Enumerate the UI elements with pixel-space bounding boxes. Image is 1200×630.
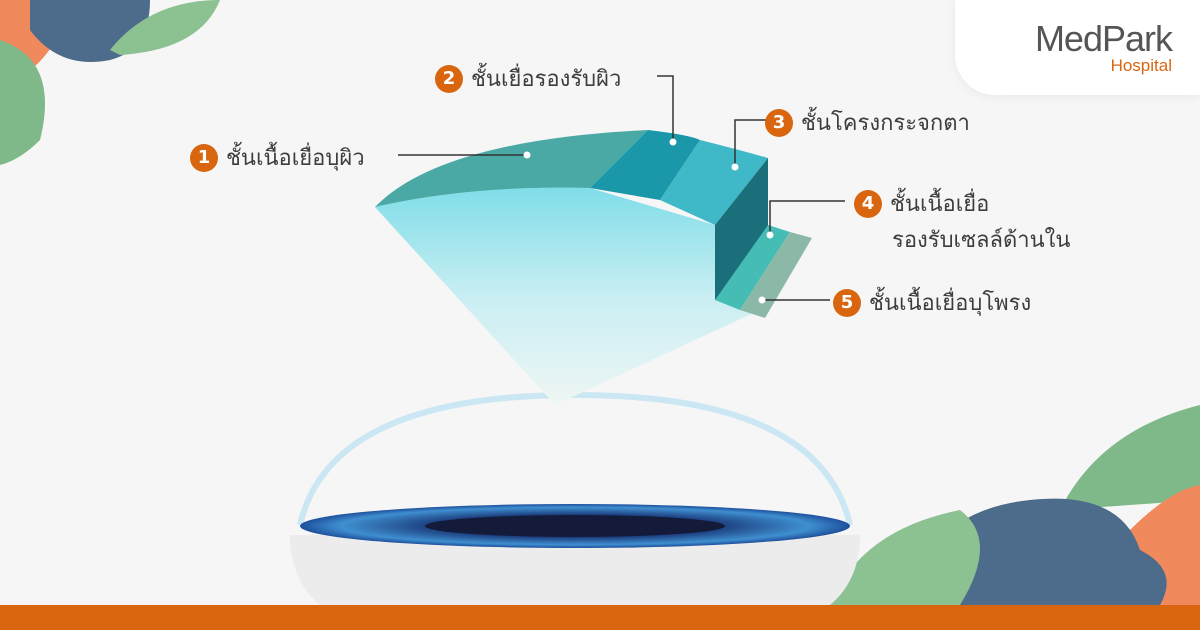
label-5: 5 ชั้นเนื้อเยื่อบุโพรง	[833, 285, 1031, 320]
label-4: 4 ชั้นเนื้อเยื่อ	[854, 186, 989, 221]
label-4-line2: รองรับเซลล์ด้านใน	[892, 222, 1070, 257]
label-2-text: ชั้นเยื่อรองรับผิว	[471, 67, 622, 92]
pupil	[425, 515, 725, 537]
label-3: 3 ชั้นโครงกระจกตา	[765, 105, 970, 140]
logo-brand: MedPark	[1034, 18, 1173, 59]
badge-2: 2	[435, 64, 463, 93]
layer-4-descemet	[715, 225, 790, 310]
label-4-text2: รองรับเซลล์ด้านใน	[892, 228, 1071, 253]
label-1-text: ชั้นเนื้อเยื่อบุผิว	[226, 146, 365, 171]
label-1: 1 ชั้นเนื้อเยื่อบุผิว	[190, 140, 365, 175]
label-3-text: ชั้นโครงกระจกตา	[801, 111, 970, 136]
leaf-decoration-top-left	[0, 0, 220, 165]
medpark-logo: MedPark Hospital	[955, 0, 1200, 95]
layer-1-epithelium	[375, 130, 648, 207]
layer-2-bowman	[590, 130, 700, 200]
label-4-text: ชั้นเนื้อเยื่อ	[890, 192, 990, 217]
leaf-decoration-bottom-right	[830, 405, 1200, 605]
badge-5: 5	[833, 288, 861, 317]
bottom-accent-bar	[0, 605, 1200, 630]
label-5-text: ชั้นเนื้อเยื่อบุโพรง	[869, 291, 1032, 316]
eyeball	[290, 535, 860, 605]
cornea-layer-front-face	[375, 187, 760, 405]
leader-lines	[398, 75, 845, 301]
leader-dots	[523, 138, 774, 304]
badge-3: 3	[765, 108, 793, 137]
badge-1: 1	[190, 143, 218, 172]
layer-3-stroma	[660, 140, 768, 225]
layer-3-side	[715, 158, 768, 300]
label-2: 2 ชั้นเยื่อรองรับผิว	[435, 61, 621, 96]
layer-5-endothelium	[740, 232, 812, 318]
badge-4: 4	[854, 189, 882, 218]
logo-sub: Hospital	[1110, 56, 1172, 75]
